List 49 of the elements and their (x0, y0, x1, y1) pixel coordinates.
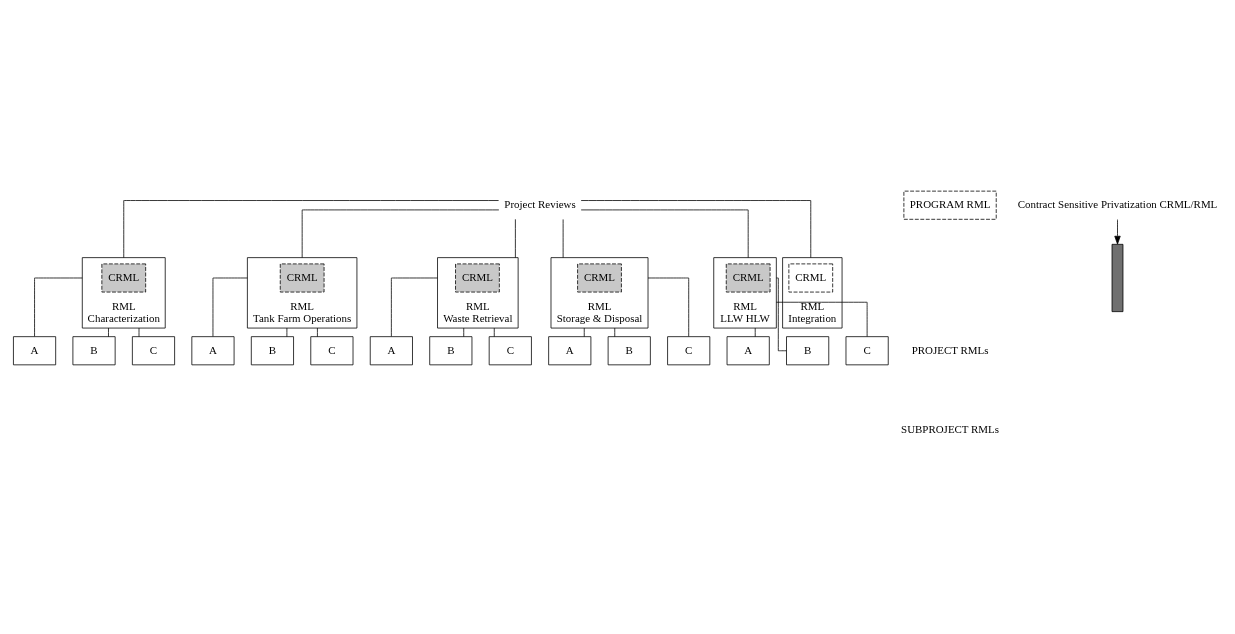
arrow (1114, 218, 1121, 244)
connector (390, 277, 438, 337)
node-text: Project Reviews (504, 197, 576, 210)
connector (583, 327, 585, 337)
node-bar (1111, 243, 1124, 312)
connector (123, 199, 499, 258)
connector (775, 277, 787, 351)
connector (286, 327, 288, 337)
connector (212, 277, 248, 337)
node-box: CRML (101, 263, 147, 292)
connector (34, 277, 83, 337)
connector (754, 327, 756, 337)
node-box: C (131, 335, 175, 365)
node-box: PROGRAM RML (903, 190, 997, 220)
node-box: C (667, 335, 711, 365)
connector (562, 218, 564, 258)
node-box: A (369, 335, 413, 365)
node-box: B (429, 335, 473, 365)
node-box: A (13, 335, 57, 365)
node-box: CRML (725, 263, 771, 292)
node-box: A (191, 335, 235, 365)
connector (515, 218, 516, 258)
node-box: CRML (788, 263, 834, 292)
label: PROJECT RMLs (911, 343, 989, 356)
label: SUBPROJECT RMLs (901, 422, 1000, 435)
connector (614, 327, 616, 337)
node-box: CRML (455, 263, 500, 292)
node-box: B (250, 335, 294, 365)
connector (138, 327, 140, 337)
node-box: B (607, 335, 651, 365)
connector (317, 327, 318, 337)
node-box: A (548, 335, 592, 365)
connector (580, 199, 812, 258)
connector (493, 327, 495, 337)
node-box: C (488, 335, 532, 365)
node-box: C (845, 335, 889, 365)
connector (463, 327, 465, 337)
node-box: CRML (279, 263, 325, 292)
node-box: CRML (577, 263, 622, 292)
node-box: C (310, 335, 354, 365)
connector (775, 301, 868, 337)
node-text: Contract Sensitive Privatization CRML/RML (1017, 197, 1218, 210)
connector (108, 327, 109, 337)
connector (647, 277, 690, 337)
connector (580, 209, 749, 258)
node-box: B (786, 335, 830, 365)
connector (301, 209, 500, 258)
node-box: B (72, 335, 116, 365)
node-box: A (726, 335, 770, 365)
